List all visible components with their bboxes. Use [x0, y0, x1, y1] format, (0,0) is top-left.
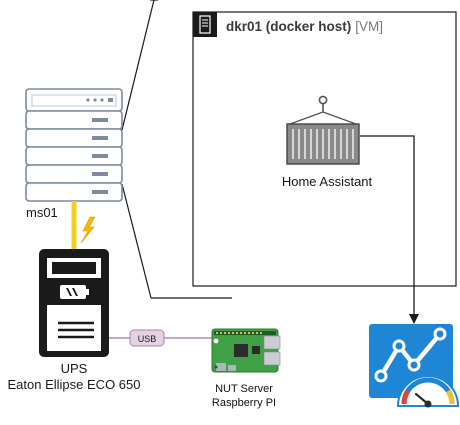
vm-server-icon — [193, 12, 217, 37]
nut-label-line2: Raspberry PI — [212, 397, 276, 409]
vm-name: dkr01 (docker host) — [226, 19, 351, 34]
ups-label-line2: Eaton Ellipse ECO 650 — [8, 377, 141, 392]
battery-icon — [60, 285, 89, 299]
dashboard-app-icon[interactable] — [369, 324, 460, 408]
usb-badge: USB — [129, 329, 165, 347]
svg-text:dkr01 (docker host)[VM]: dkr01 (docker host) [VM] — [226, 19, 383, 34]
vm-tag: [VM] — [355, 19, 383, 34]
raspberry-pi-icon[interactable] — [211, 328, 281, 373]
zoom-lines — [121, 0, 232, 299]
ups-label-line1: UPS — [61, 361, 88, 376]
power-bolt-icon — [80, 216, 96, 244]
container-icon[interactable] — [286, 95, 360, 165]
gauge-icon — [396, 375, 460, 408]
ups-icon[interactable] — [39, 249, 109, 357]
nut-label-line1: NUT Server — [215, 383, 273, 395]
connector-arrow — [360, 135, 419, 324]
server-label: ms01 — [26, 205, 58, 220]
container-label: Home Assistant — [282, 174, 373, 189]
server-icon[interactable] — [25, 88, 123, 202]
usb-label: USB — [138, 334, 157, 344]
